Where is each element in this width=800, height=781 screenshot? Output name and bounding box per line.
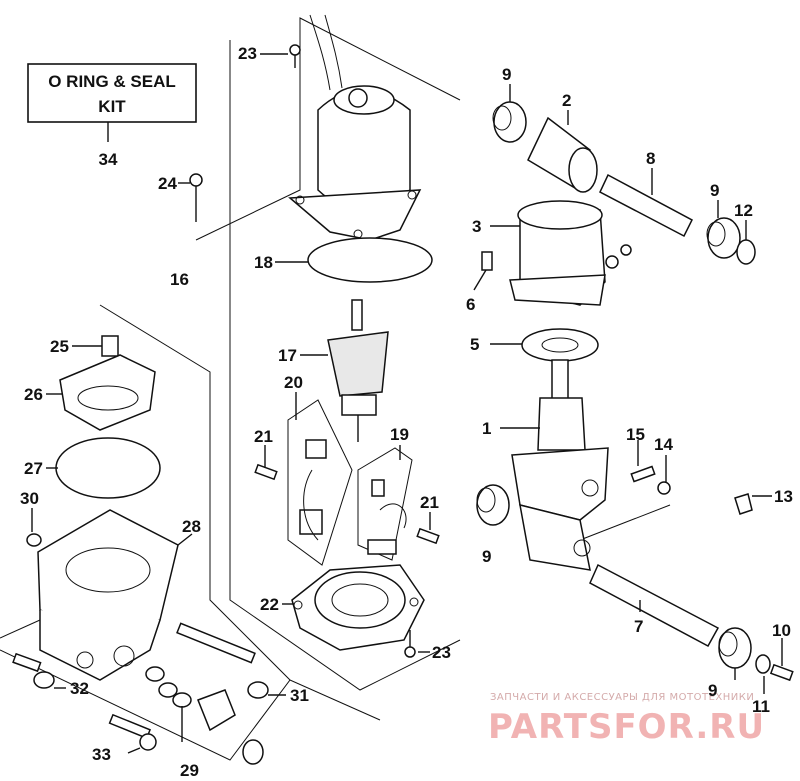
callout-7: 7 (634, 617, 643, 636)
callout-27: 27 (24, 459, 43, 478)
end-plate-22[interactable] (291, 564, 425, 651)
bolt-31[interactable] (176, 622, 269, 699)
callout-22: 22 (260, 595, 279, 614)
base-outline-left (0, 619, 41, 639)
callout-6: 6 (466, 295, 475, 314)
callout-12: 12 (734, 201, 753, 220)
callout-23-top: 23 (238, 44, 257, 63)
callout-28: 28 (182, 517, 201, 536)
cylinder-1[interactable] (511, 359, 609, 571)
callout-25: 25 (50, 337, 69, 356)
callout-10: 10 (772, 621, 791, 640)
watermark-logo: PARTSFOR.RU (488, 707, 765, 747)
brush-parts-20 (299, 439, 327, 541)
callout-5: 5 (470, 335, 479, 354)
seal-5[interactable] (521, 328, 599, 362)
bushing-9-bottom[interactable] (718, 627, 752, 669)
callout-labels: 23 9 2 8 9 12 3 6 5 1 15 14 13 9 7 10 9 … (20, 44, 793, 780)
rod-7[interactable] (589, 563, 720, 648)
kit-box-line1: O RING & SEAL (48, 72, 176, 91)
callout-13: 13 (774, 487, 793, 506)
callout-23-bottom: 23 (432, 643, 451, 662)
screw-21-right[interactable] (416, 527, 440, 545)
bushing-9-right[interactable] (706, 217, 741, 259)
callout-29: 29 (180, 761, 199, 780)
cylinder-group-outline (579, 504, 671, 541)
ring-30[interactable] (26, 533, 42, 547)
screw-23-top[interactable] (289, 44, 301, 68)
bushing-9-top[interactable] (492, 101, 527, 143)
screw-10[interactable] (769, 663, 794, 682)
plug-25[interactable] (101, 335, 119, 357)
screw-33[interactable] (108, 713, 157, 751)
kit-box-line2: KIT (98, 97, 126, 116)
leader-lines (31, 53, 783, 754)
base-outline-bottom (0, 649, 381, 761)
clip-13[interactable] (734, 493, 753, 515)
bushing-9-left[interactable] (476, 484, 510, 526)
brush-holder-group-20[interactable] (287, 399, 353, 566)
callout-1: 1 (482, 419, 491, 438)
ring-12[interactable] (736, 239, 756, 265)
callout-33: 33 (92, 745, 111, 764)
callout-20: 20 (284, 373, 303, 392)
kit-box-number: 34 (99, 150, 118, 169)
callout-9-left: 9 (482, 547, 491, 566)
nut-14[interactable] (657, 481, 671, 495)
reservoir-group-outline (99, 304, 291, 681)
callout-15: 15 (626, 425, 645, 444)
callout-8: 8 (646, 149, 655, 168)
callout-21-left: 21 (254, 427, 273, 446)
callout-26: 26 (24, 385, 43, 404)
callout-17: 17 (278, 346, 297, 365)
bolt-32[interactable] (12, 652, 55, 689)
screw-15[interactable] (630, 465, 656, 483)
brush-holder-group-19[interactable] (357, 447, 413, 561)
callout-21-right: 21 (420, 493, 439, 512)
screw-21-left[interactable] (254, 463, 278, 481)
callout-30: 30 (20, 489, 39, 508)
o-ring-27[interactable] (55, 437, 161, 499)
callout-18: 18 (254, 253, 273, 272)
motor-group-outline (229, 40, 461, 691)
kit-box[interactable]: O RING & SEAL KIT 34 (27, 63, 197, 169)
tank-3[interactable] (509, 200, 606, 306)
cap-26[interactable] (59, 354, 156, 431)
callout-3: 3 (472, 217, 481, 236)
callout-31: 31 (290, 686, 309, 705)
callout-9-top: 9 (502, 65, 511, 84)
callout-2: 2 (562, 91, 571, 110)
rod-8[interactable] (599, 173, 693, 238)
fitting-4[interactable] (605, 244, 632, 269)
callout-9-right: 9 (710, 181, 719, 200)
o-ring-18[interactable] (307, 237, 433, 283)
callout-11: 11 (752, 697, 770, 716)
watermark-tagline: ЗАПЧАСТИ И АКСЕССУАРЫ ДЛЯ МОТОТЕХНИКИ (490, 692, 754, 703)
callout-14: 14 (654, 435, 673, 454)
screw-6[interactable] (481, 251, 493, 271)
armature-17[interactable] (327, 299, 389, 442)
callout-16: 16 (170, 270, 189, 289)
callout-19: 19 (390, 425, 409, 444)
callout-9-bottom: 9 (708, 681, 717, 700)
brush-parts-19 (367, 479, 407, 555)
washer-11[interactable] (755, 654, 771, 674)
pump-body-28[interactable] (37, 509, 179, 681)
motor-group-bracket (195, 17, 461, 241)
cylinder-sleeve-2[interactable] (527, 116, 598, 193)
valve-group-29[interactable] (145, 666, 264, 765)
callout-32: 32 (70, 679, 89, 698)
screw-23-bottom[interactable] (404, 630, 416, 658)
callout-24: 24 (158, 174, 177, 193)
screw-24[interactable] (189, 173, 203, 222)
motor-assembly[interactable] (288, 14, 422, 241)
